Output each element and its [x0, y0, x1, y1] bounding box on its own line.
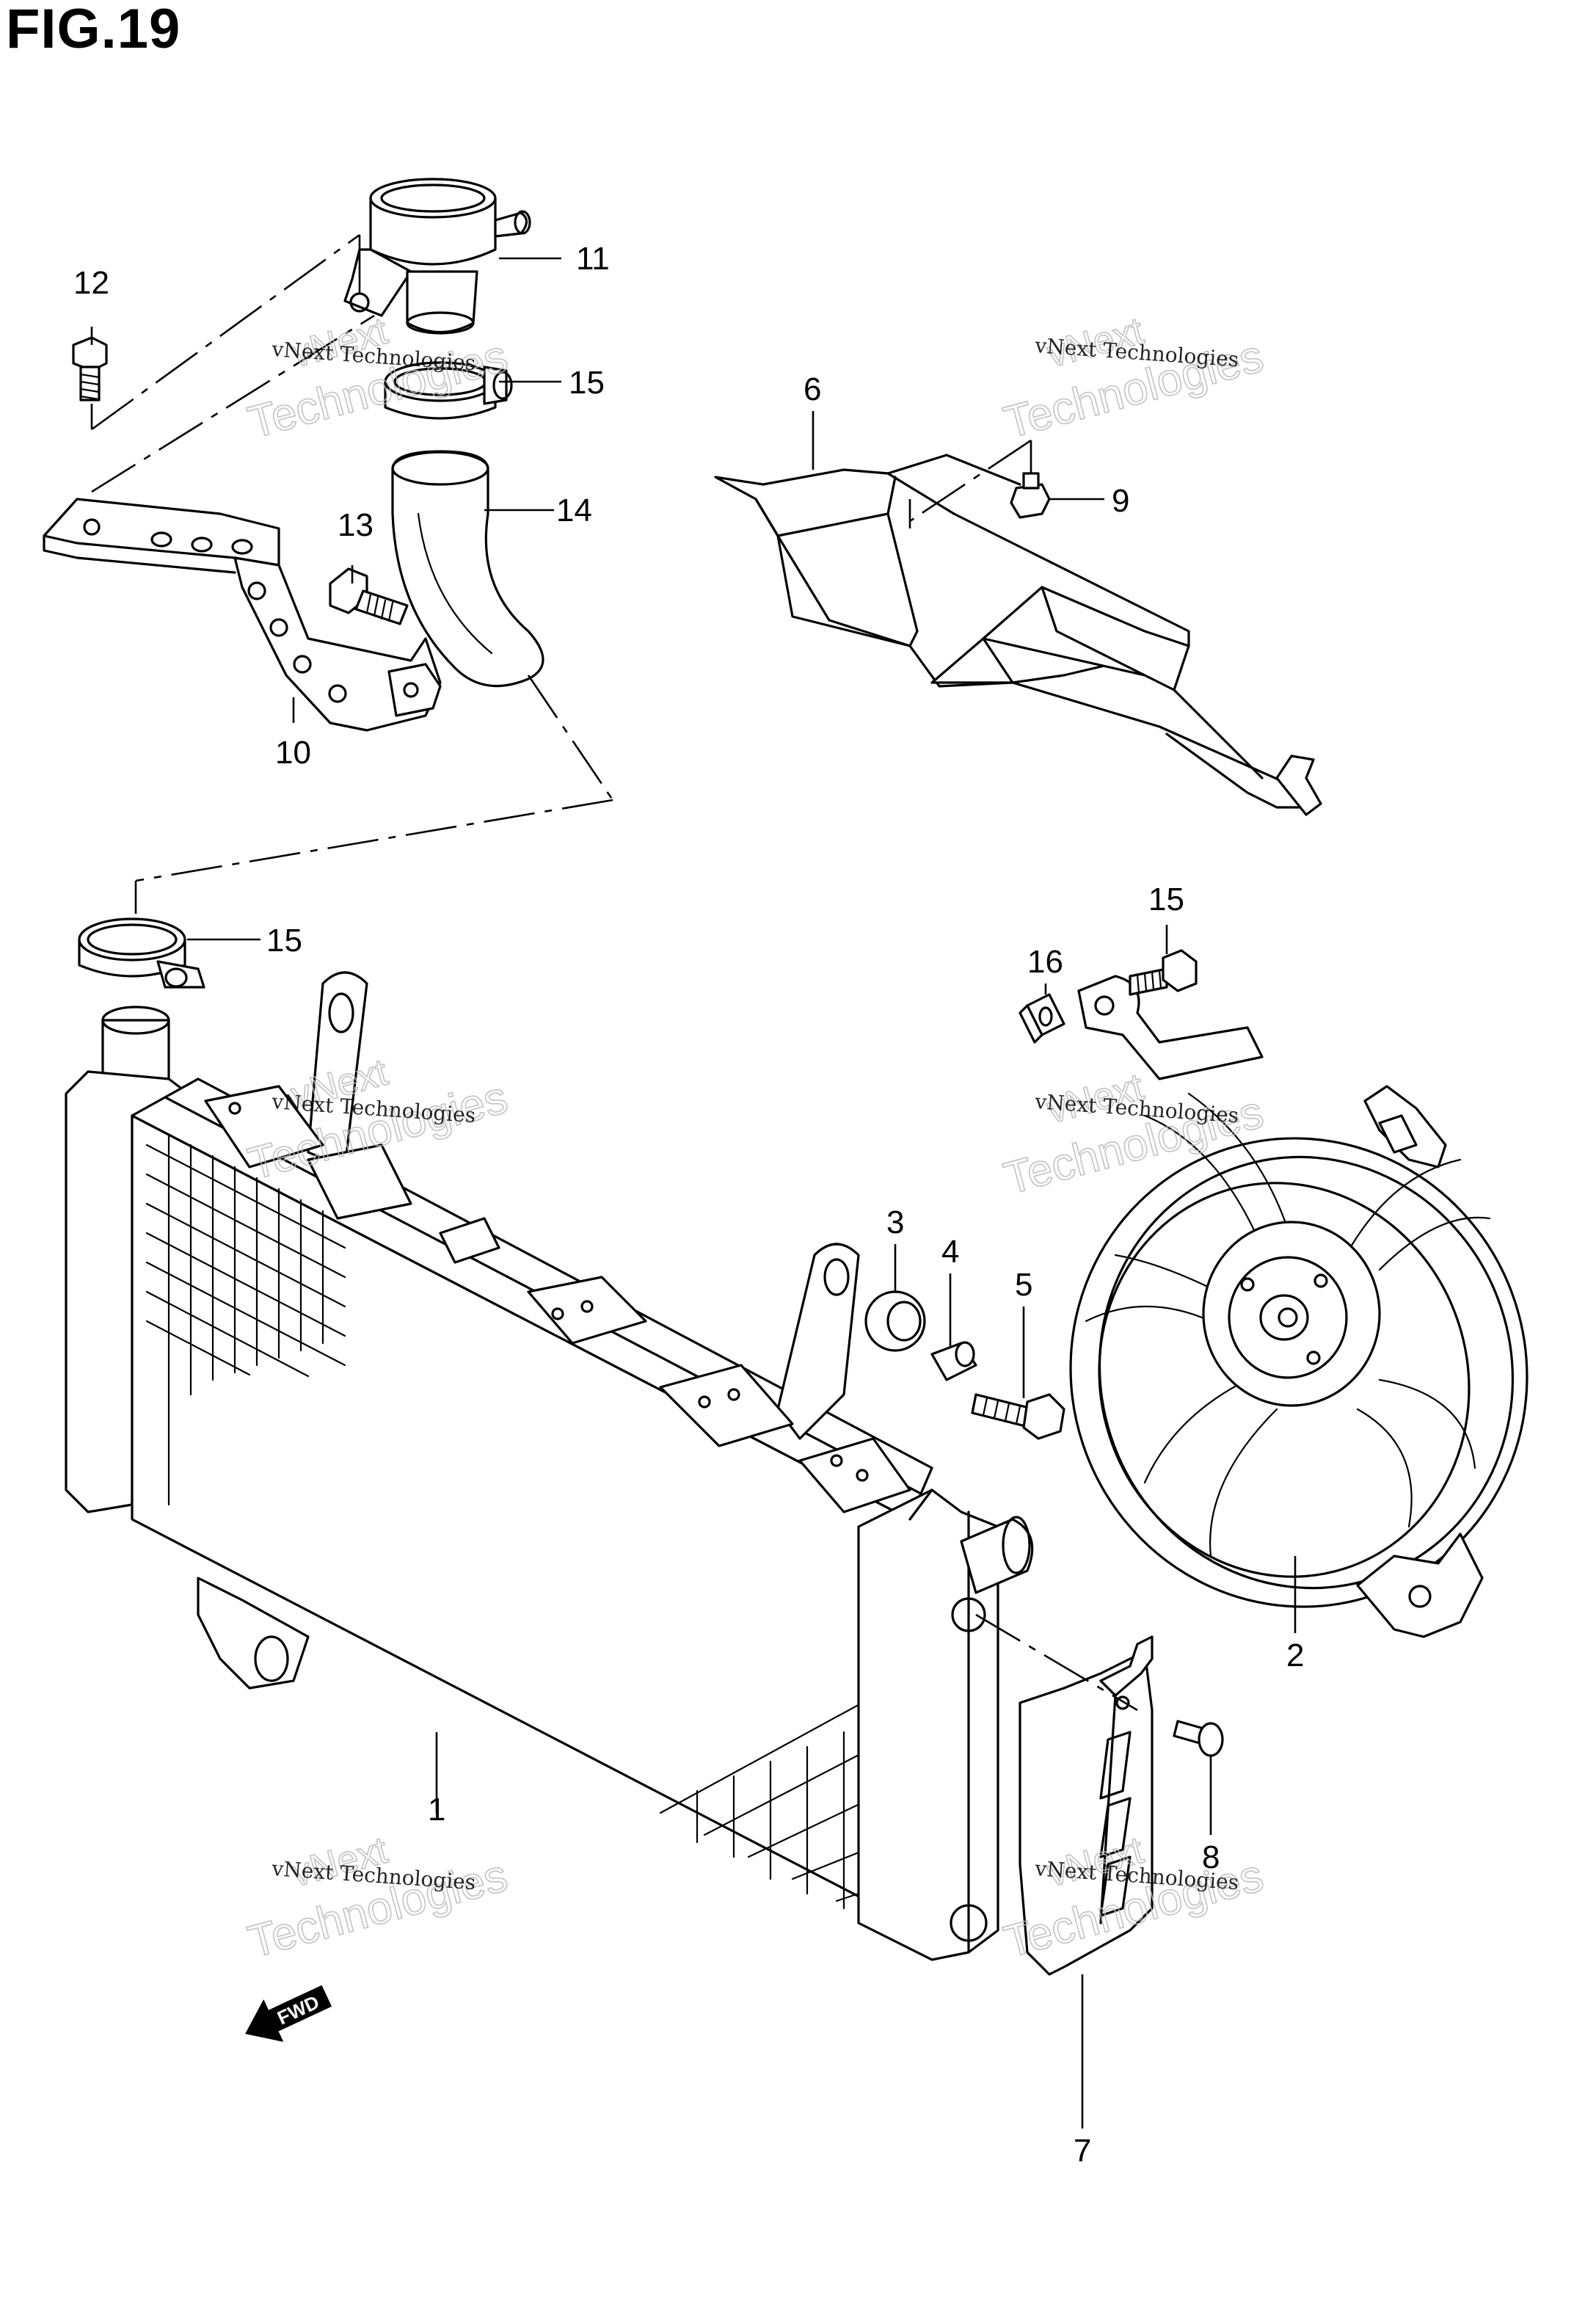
callout-10: 10	[275, 735, 311, 771]
part-15-hose-clamp-lower	[78, 917, 205, 989]
callout-3: 3	[886, 1204, 904, 1240]
callout-13: 13	[338, 507, 374, 543]
watermark-1: Technologies vNext vNext Technologies	[242, 309, 513, 449]
watermark-group: Technologies vNext vNext Technologies Te…	[242, 309, 1269, 1969]
part-9-clip-fastener	[908, 439, 1051, 528]
figure-title: FIG.19	[6, 0, 181, 60]
watermark-2: Technologies vNext vNext Technologies	[998, 309, 1269, 449]
callout-4: 4	[941, 1234, 959, 1270]
callout-leaders	[90, 257, 1297, 2129]
assembly-lines-upper	[90, 233, 614, 914]
callout-12: 12	[73, 265, 109, 301]
callout-2: 2	[1286, 1637, 1304, 1673]
fwd-direction-arrow: FWD	[245, 1985, 332, 2043]
watermark-5: Technologies vNext vNext Technologies	[242, 1828, 513, 1969]
callout-11: 11	[576, 241, 610, 277]
part-15-hose-clamp-upper	[384, 361, 513, 420]
part-14-radiator-hose	[391, 450, 544, 688]
callout-15-lower: 15	[266, 923, 302, 959]
part-11-outlet-fitting	[343, 178, 531, 335]
part-5-bolt	[971, 1393, 1065, 1440]
part-4-collar	[930, 1341, 977, 1381]
part-1-radiator	[65, 971, 1034, 1961]
callout-7: 7	[1074, 2133, 1091, 2169]
callout-5: 5	[1015, 1267, 1032, 1303]
part-2-cooling-fan	[1069, 975, 1528, 1638]
callout-1: 1	[428, 1792, 445, 1828]
callout-labels: 11 15 14 13 12 10 6 9 15 16 15 3 4 5 1 2…	[73, 241, 1304, 2169]
callout-15-upper: 15	[569, 365, 605, 401]
callout-9: 9	[1112, 483, 1129, 519]
part-13-bolt	[329, 567, 409, 625]
part-3-grommet	[864, 1290, 926, 1352]
part-16-bolt	[1129, 949, 1198, 996]
part-8-screw	[1173, 1720, 1224, 1757]
radiator-core-fins	[145, 1133, 904, 1917]
callout-16: 15	[1148, 881, 1184, 917]
part-10-mounting-bracket	[43, 498, 442, 732]
callout-14: 14	[556, 492, 592, 528]
part-7-side-cover	[1019, 1635, 1154, 1976]
assembly-line-side-cover	[975, 1613, 1138, 1712]
callout-8: 8	[1202, 1839, 1220, 1875]
part-12-bolt	[72, 336, 108, 401]
callout-17: 16	[1027, 944, 1063, 980]
callout-6: 6	[804, 371, 821, 407]
part-17-nut	[1019, 993, 1065, 1044]
part-6-air-guide-cover	[714, 454, 1322, 816]
